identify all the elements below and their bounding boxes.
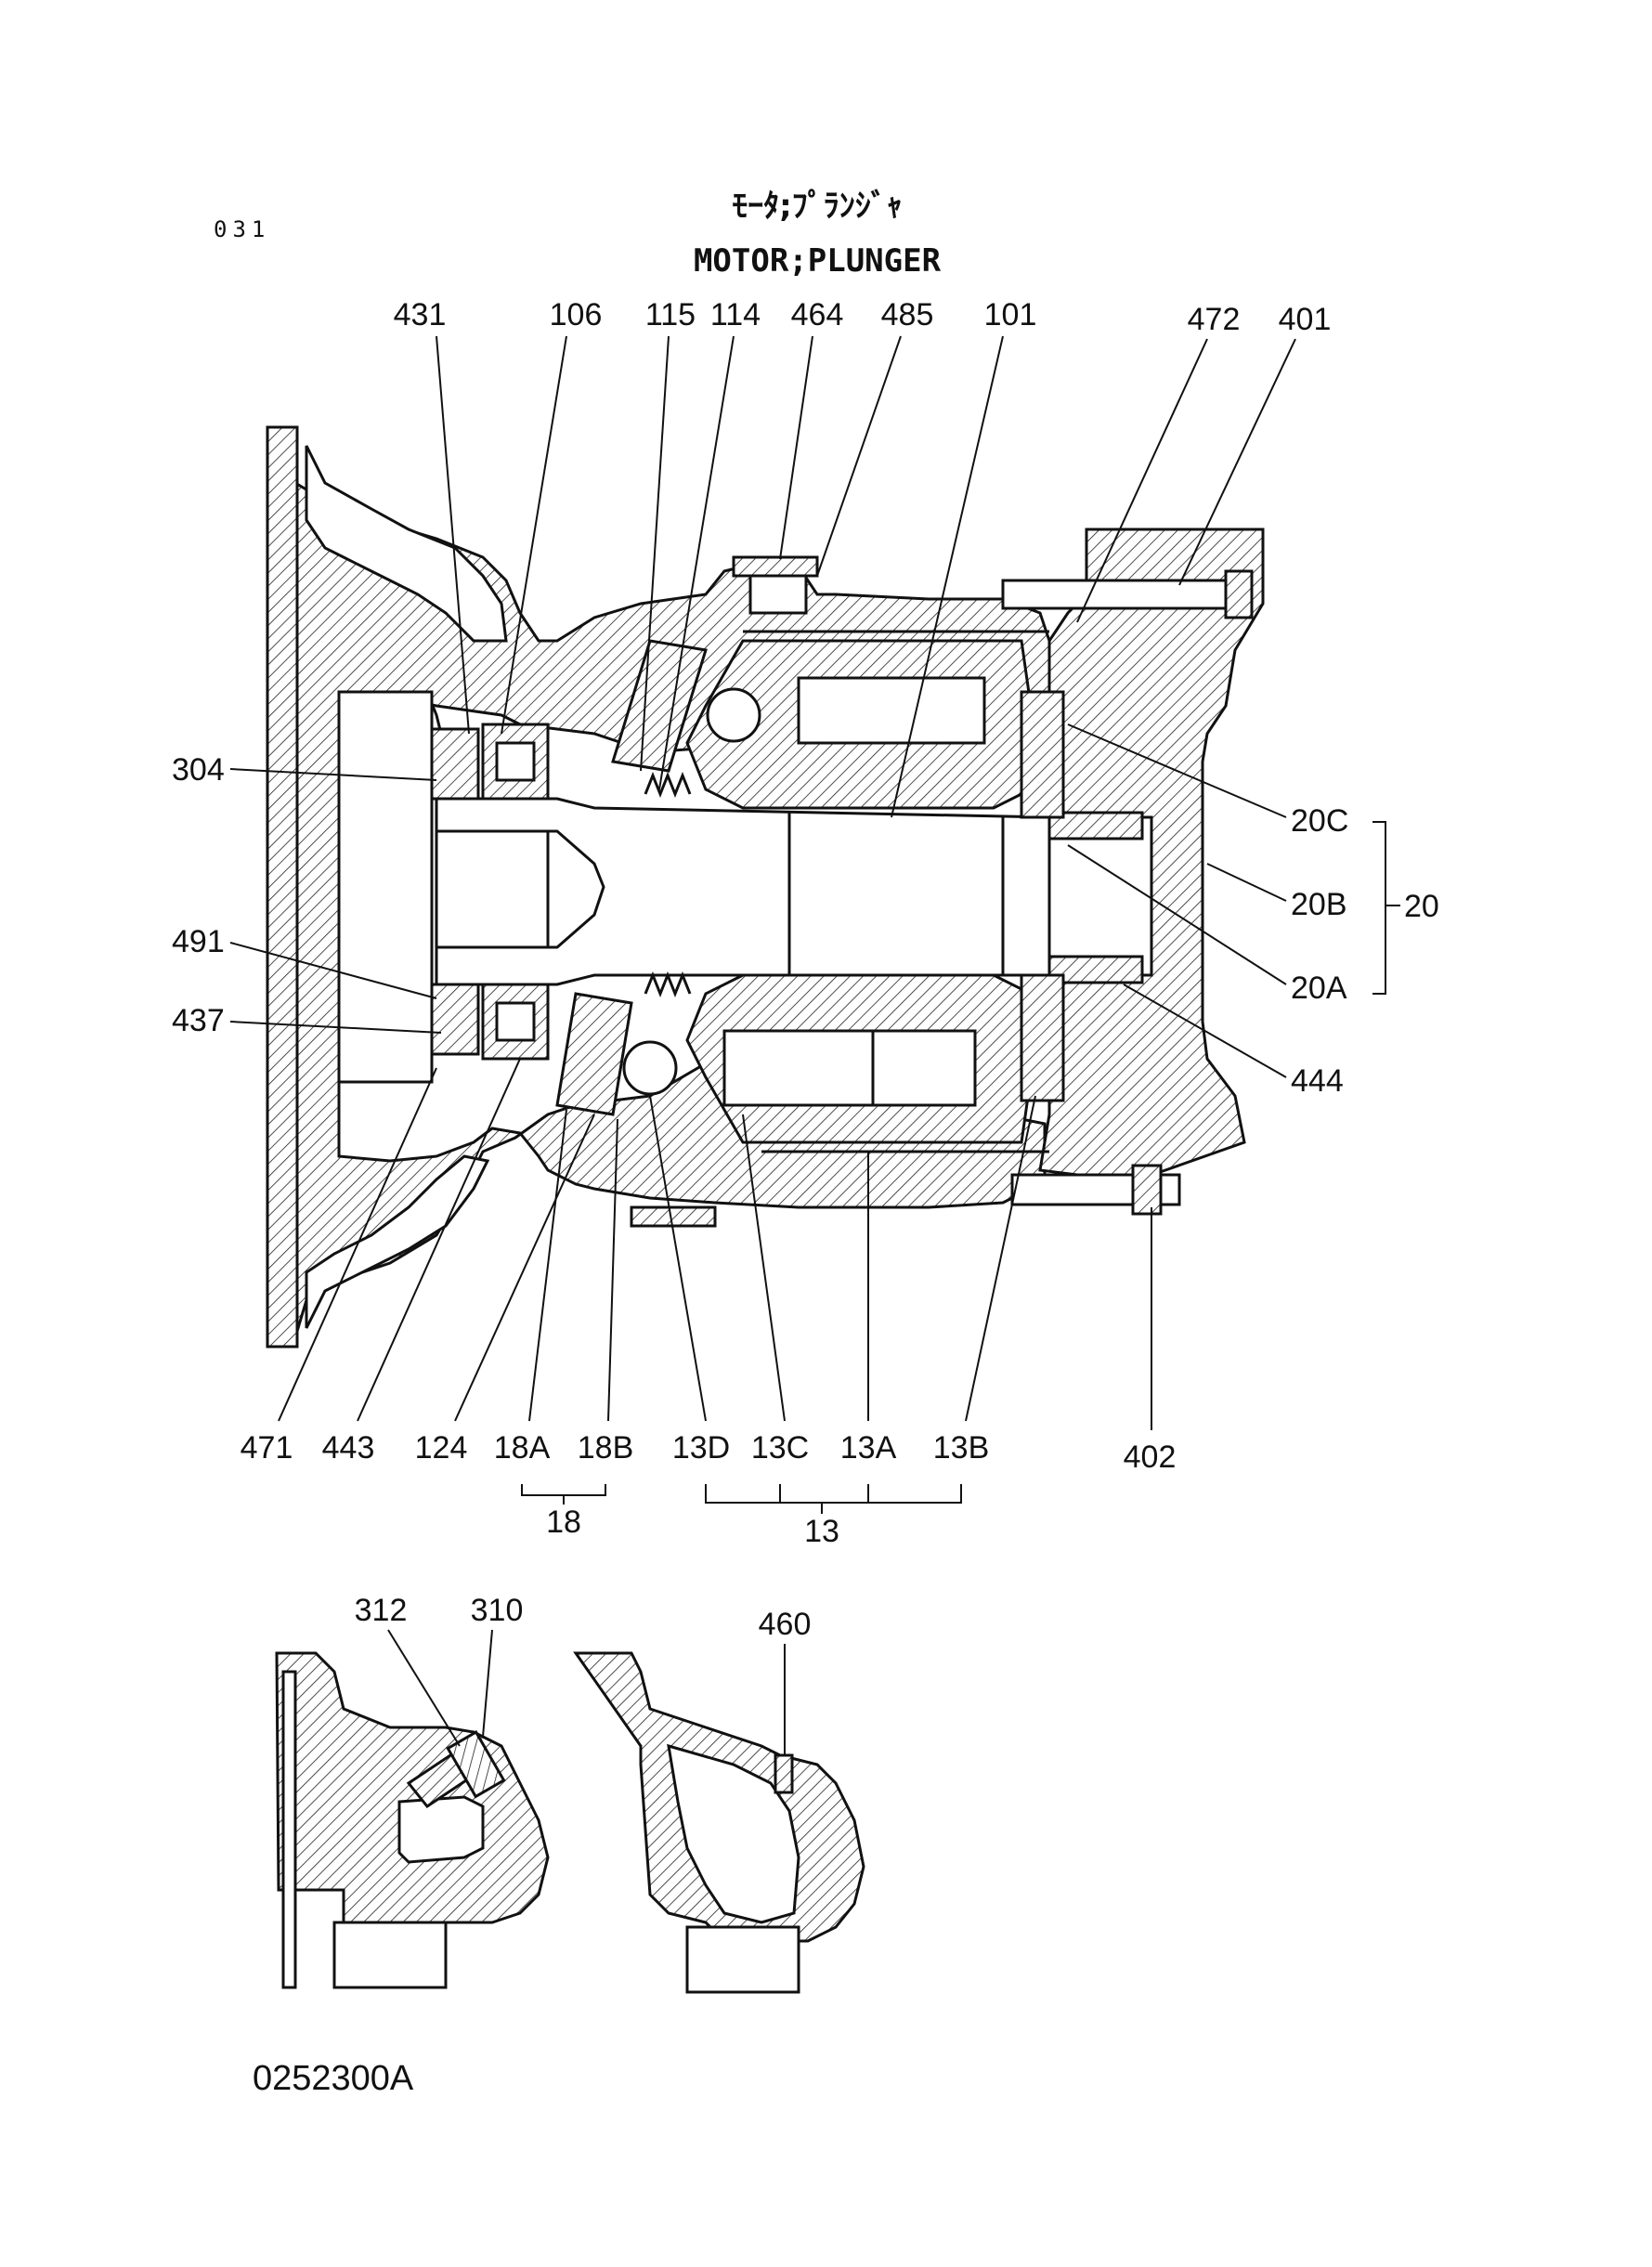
bolt-401 [1001,579,1237,610]
callouts-right: 20C 20B 20A 444 20 [1067,723,1439,1099]
bolt-402-head [1131,1164,1163,1216]
detail1-edge [281,1670,297,1989]
flange-plate [266,425,299,1348]
label-106: 106 [550,297,603,332]
label-18B: 18B [578,1430,634,1466]
label-13D: 13D [672,1430,730,1466]
bolt-401-head [1224,569,1254,619]
label-491: 491 [172,924,225,959]
piston-ball-lower [622,1040,678,1096]
motor-cross-section [266,425,1265,1348]
label-310: 310 [471,1593,524,1628]
swash-plate-upper [611,639,708,773]
label-402: 402 [1124,1440,1177,1475]
spring-upper [644,771,692,799]
title-english: MOTOR;PLUNGER [694,242,942,280]
label-13A: 13A [840,1430,897,1466]
bearing-20a-bottom [1047,955,1144,984]
title-japanese: ﾓｰﾀ;ﾌﾟﾗﾝｼﾞｬ [732,188,903,225]
shaft-hollow [435,829,605,949]
bearing-inner-upper [495,741,536,782]
label-401: 401 [1279,302,1332,337]
spring-lower [644,971,692,998]
plug-310-head [446,1729,506,1799]
piston-lower [722,1029,977,1107]
label-18A: 18A [494,1430,551,1466]
label-20A: 20A [1291,971,1347,1006]
detail-view-460: 460 [573,1607,865,1994]
bracket-18 [521,1484,606,1505]
swash-plate-lower [555,992,633,1116]
valve-plate-upper [1020,690,1065,819]
label-13B: 13B [933,1430,990,1466]
label-20: 20 [1404,889,1439,924]
label-443: 443 [322,1430,375,1466]
plug-464-top [732,555,819,578]
callouts-top: 431 106 115 114 464 485 101 472 401 [394,297,1332,818]
flange-web-void-top [305,445,508,643]
detail1-cavity [397,1795,485,1864]
bracket-13 [705,1484,962,1514]
valve-plate-lower [1020,973,1065,1102]
label-431: 431 [394,297,447,332]
seal-304 [430,727,480,801]
label-460: 460 [759,1607,812,1642]
label-124: 124 [415,1430,468,1466]
label-101: 101 [984,297,1037,332]
label-464: 464 [791,297,844,332]
seal-491 [430,983,480,1056]
label-18: 18 [546,1505,581,1540]
label-13: 13 [804,1514,839,1549]
piston-ball-upper [706,687,761,743]
plug-bottom [630,1205,717,1228]
detail1-bore [332,1921,448,1989]
detail2-cavity [667,1743,800,1924]
label-444: 444 [1291,1063,1344,1099]
label-13C: 13C [751,1430,809,1466]
label-312: 312 [355,1593,408,1628]
label-114: 114 [710,297,761,332]
label-485: 485 [881,297,934,332]
detail-view-312-310: 312 310 [275,1593,550,1989]
label-472: 472 [1188,302,1241,337]
page-number: 031 [214,216,270,242]
plug-464-body [748,574,808,615]
callouts-bottom: 471 443 124 18A 18B 13D 13C 13A 13B 402 … [241,1058,1177,1549]
label-437: 437 [172,1003,225,1038]
label-471: 471 [241,1430,293,1466]
flange-bore [337,690,434,1084]
port-cover-bore [1047,815,1153,977]
bearing-inner-lower [495,1001,536,1042]
piston-upper [797,676,986,745]
label-20B: 20B [1291,887,1347,922]
label-304: 304 [172,752,225,788]
bracket-20 [1372,821,1400,995]
label-115: 115 [645,297,696,332]
detail2-bore-left [685,1925,800,1994]
label-20C: 20C [1291,803,1348,839]
plug-460 [774,1753,794,1794]
callouts-left: 304 491 437 [172,752,442,1038]
casing-outline [743,630,1049,1153]
document-number: 0252300A [253,2059,414,2098]
